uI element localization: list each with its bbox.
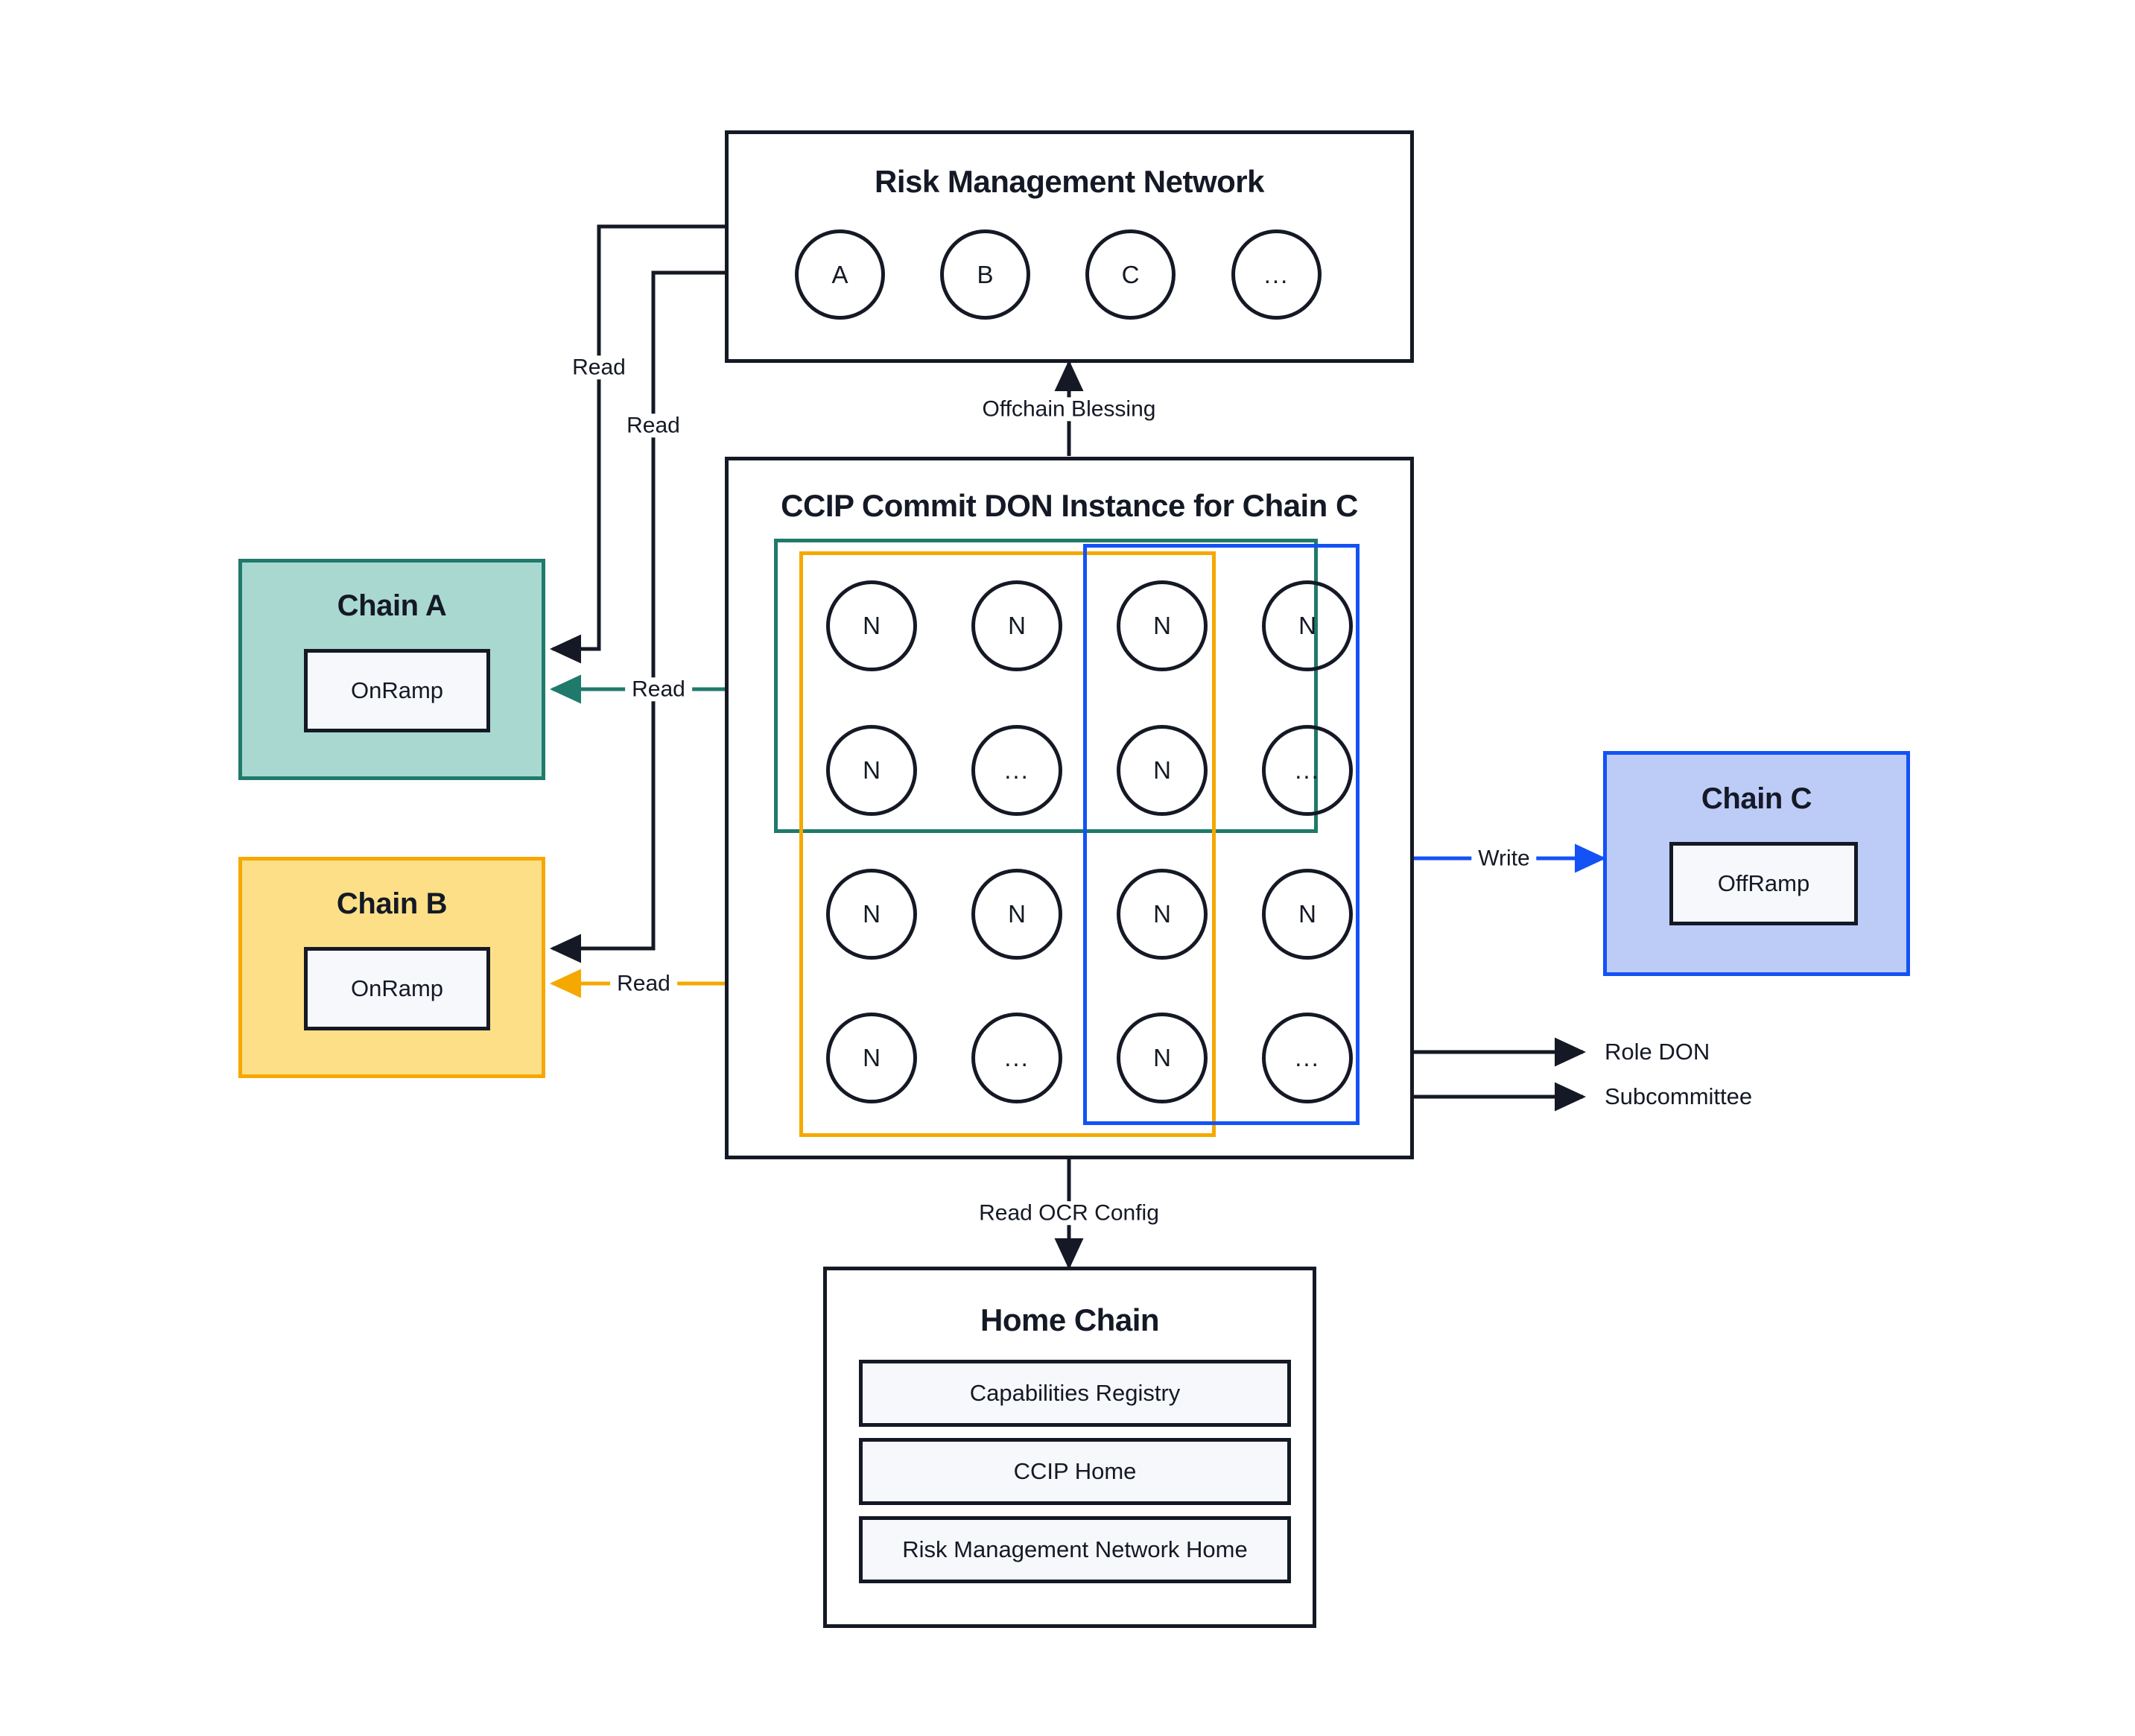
chain-a-onramp: OnRamp <box>304 649 490 732</box>
label-read-don-chain-a: Read <box>625 677 692 701</box>
don-node-r4c4: ... <box>1262 1013 1353 1103</box>
don-node-r3c2: N <box>971 869 1062 960</box>
don-node-r3c3: N <box>1117 869 1208 960</box>
don-node-r3c4: N <box>1262 869 1353 960</box>
group-rect-blue <box>1083 544 1360 1125</box>
don-node-r1c2: N <box>971 580 1062 671</box>
chain-b-onramp: OnRamp <box>304 947 490 1030</box>
chain-a-title: Chain A <box>337 589 447 622</box>
group-rect-green <box>774 539 1318 833</box>
don-node-r4c1: N <box>826 1013 917 1103</box>
chain-a-box: Chain A OnRamp <box>238 559 545 780</box>
home-chain-row-rmn-home: Risk Management Network Home <box>859 1516 1291 1583</box>
group-rect-amber <box>799 551 1216 1137</box>
home-chain-row-capabilities-registry: Capabilities Registry <box>859 1360 1291 1427</box>
rmn-node-a: A <box>795 229 885 320</box>
chain-c-box: Chain C OffRamp <box>1603 751 1910 976</box>
risk-management-network-title: Risk Management Network <box>875 164 1264 199</box>
don-node-r3c1: N <box>826 869 917 960</box>
chain-c-offramp: OffRamp <box>1669 842 1858 925</box>
chain-b-title: Chain B <box>336 887 448 920</box>
don-node-r1c1: N <box>826 580 917 671</box>
rmn-node-b: B <box>940 229 1030 320</box>
rmn-node-more: ... <box>1231 229 1322 320</box>
don-node-r4c3: N <box>1117 1013 1208 1103</box>
home-chain-box: Home Chain Capabilities Registry CCIP Ho… <box>823 1267 1316 1628</box>
label-offchain-blessing: Offchain Blessing <box>975 397 1163 421</box>
don-node-r4c2: ... <box>971 1013 1062 1103</box>
home-chain-row-ccip-home: CCIP Home <box>859 1438 1291 1505</box>
don-node-r1c4: N <box>1262 580 1353 671</box>
label-write-don-chain-c: Write <box>1471 846 1537 870</box>
don-node-r1c3: N <box>1117 580 1208 671</box>
don-node-r2c1: N <box>826 725 917 816</box>
don-node-r2c3: N <box>1117 725 1208 816</box>
don-node-r2c2: ... <box>971 725 1062 816</box>
label-read-ocr-config: Read OCR Config <box>972 1201 1166 1225</box>
home-chain-title: Home Chain <box>980 1302 1160 1337</box>
risk-management-network-box: Risk Management Network A B C ... <box>725 130 1414 363</box>
ccip-commit-don-box: CCIP Commit DON Instance for Chain C N N… <box>725 457 1414 1159</box>
label-read-don-chain-b: Read <box>610 972 677 995</box>
edge-read-rmn-chain-a <box>549 224 725 664</box>
legend-subcommittee: Subcommittee <box>1605 1083 1753 1109</box>
ccip-commit-don-title: CCIP Commit DON Instance for Chain C <box>781 488 1358 523</box>
label-read-rmn-chain-b: Read <box>620 414 687 437</box>
label-read-rmn-chain-a: Read <box>565 355 632 379</box>
chain-b-box: Chain B OnRamp <box>238 857 545 1078</box>
don-node-r2c4: ... <box>1262 725 1353 816</box>
chain-c-title: Chain C <box>1701 782 1812 815</box>
rmn-node-c: C <box>1085 229 1176 320</box>
legend-role-don: Role DON <box>1605 1039 1710 1065</box>
